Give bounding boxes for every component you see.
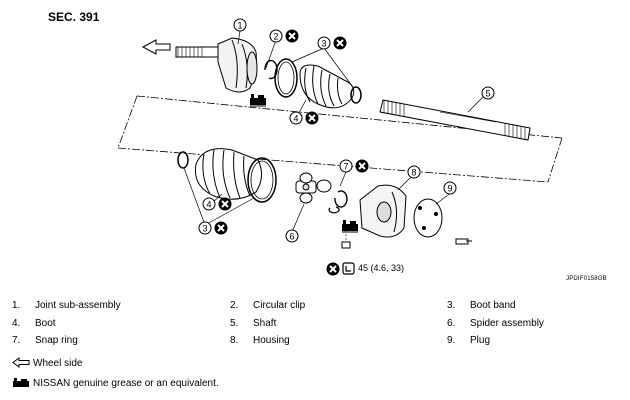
svg-text:2: 2 bbox=[273, 32, 278, 42]
wheel-side-note: Wheel side bbox=[12, 357, 82, 369]
callouts: 1 2 3 4 5 4 3 6 7 8 9 bbox=[198, 18, 495, 243]
snap-ring-lower bbox=[328, 206, 340, 214]
grease-note: NISSAN genuine grease or an equivalent. bbox=[12, 377, 219, 389]
x-circle-icon bbox=[213, 220, 229, 236]
x-circle-icon bbox=[325, 261, 341, 277]
callout-7: 7 bbox=[339, 159, 353, 173]
torque-spec: 45 (4.6, 33) bbox=[358, 263, 405, 273]
svg-text:5: 5 bbox=[485, 89, 490, 99]
wheel-side-arrow bbox=[141, 39, 171, 55]
section-label: SEC. 391 bbox=[48, 10, 100, 24]
plug-screw bbox=[455, 238, 472, 245]
svg-text:8: 8 bbox=[411, 168, 416, 178]
legend-row: 1.Joint sub-assembly 2.Circular clip 3.B… bbox=[12, 300, 516, 311]
x-circle-icon bbox=[284, 28, 300, 44]
grease-gun-icon bbox=[341, 219, 359, 233]
x-circle-icon bbox=[354, 158, 370, 174]
x-circle-icon bbox=[304, 110, 320, 126]
torque-wrench-icon bbox=[342, 262, 355, 275]
spider-assembly bbox=[295, 172, 332, 204]
boot-upper bbox=[299, 64, 355, 109]
legend-row: 7.Snap ring 8.Housing 9.Plug bbox=[12, 335, 491, 346]
joint-sub-assembly bbox=[175, 37, 258, 93]
callout-9: 9 bbox=[443, 181, 457, 195]
snap-ring bbox=[334, 190, 348, 208]
boot-band-lower-large bbox=[247, 157, 277, 203]
housing bbox=[359, 184, 407, 238]
callout-4-upper: 4 bbox=[289, 111, 303, 125]
circular-clip bbox=[264, 59, 278, 80]
drive-shaft-drawing: 1 2 3 4 5 4 3 6 7 8 9 bbox=[117, 18, 563, 277]
svg-text:9: 9 bbox=[447, 184, 452, 194]
svg-text:4: 4 bbox=[293, 114, 298, 124]
svg-text:7: 7 bbox=[343, 162, 348, 172]
boot-band-lower-small bbox=[177, 151, 189, 169]
svg-text:3: 3 bbox=[202, 224, 207, 234]
callout-3-upper: 3 bbox=[317, 36, 331, 50]
callout-2: 2 bbox=[269, 29, 283, 43]
grease-gun-icon bbox=[249, 93, 267, 107]
svg-text:1: 1 bbox=[237, 21, 242, 31]
x-circle-icon bbox=[217, 196, 233, 212]
x-circle-icon bbox=[332, 35, 348, 51]
callout-1: 1 bbox=[233, 18, 247, 32]
svg-text:6: 6 bbox=[289, 232, 294, 242]
figure-code: JPDIF0158GB bbox=[566, 276, 607, 282]
grease-gun-icon bbox=[13, 378, 29, 387]
callout-8: 8 bbox=[407, 165, 421, 179]
callout-6: 6 bbox=[285, 229, 299, 243]
arrow-left-icon bbox=[12, 357, 30, 368]
callout-5: 5 bbox=[481, 86, 495, 100]
parts-legend: 1.Joint sub-assembly 2.Circular clip 3.B… bbox=[12, 300, 622, 353]
boot-band-upper-large bbox=[274, 58, 298, 98]
legend-row: 4.Boot 5.Shaft 6.Spider assembly bbox=[12, 317, 544, 329]
callout-4-lower: 4 bbox=[202, 197, 216, 211]
svg-text:3: 3 bbox=[321, 39, 326, 49]
boot-band-upper-small bbox=[350, 86, 362, 104]
plug bbox=[413, 198, 443, 238]
shaft bbox=[379, 99, 531, 141]
svg-text:4: 4 bbox=[206, 200, 211, 210]
boot-lower bbox=[194, 148, 262, 200]
callout-3-lower: 3 bbox=[198, 221, 212, 235]
